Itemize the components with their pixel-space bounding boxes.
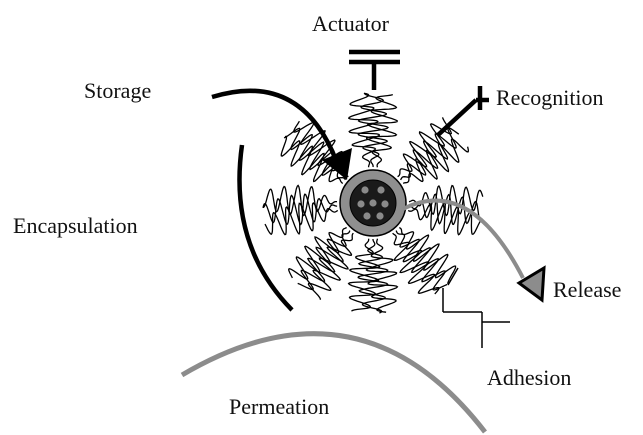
adhesion-group — [443, 268, 510, 348]
release-arrowhead — [519, 268, 544, 300]
label-recognition: Recognition — [496, 85, 604, 110]
label-release: Release — [553, 277, 621, 302]
guest-molecule-dot — [369, 199, 376, 206]
branch-strand — [408, 203, 482, 235]
branch-strand — [393, 233, 439, 294]
branch-strand — [358, 239, 388, 313]
actuator-group — [349, 52, 400, 90]
label-adhesion: Adhesion — [487, 365, 571, 390]
guest-molecule-dot — [361, 186, 368, 193]
guest-molecule-dot — [377, 186, 384, 193]
guest-molecule-dot — [363, 212, 370, 219]
label-actuator: Actuator — [312, 11, 390, 36]
guest-molecule-dot — [381, 200, 388, 207]
label-storage: Storage — [84, 78, 151, 103]
guest-molecule-dot — [376, 212, 383, 219]
label-encapsulation: Encapsulation — [13, 213, 138, 238]
guest-molecule-dot — [357, 200, 364, 207]
encapsulation-arc — [239, 145, 292, 310]
permeation-membrane-arc — [182, 334, 485, 432]
branch-strand — [403, 139, 468, 183]
label-permeation: Permeation — [229, 394, 329, 419]
storage-arrow — [212, 91, 336, 160]
recognition-group — [438, 86, 489, 135]
